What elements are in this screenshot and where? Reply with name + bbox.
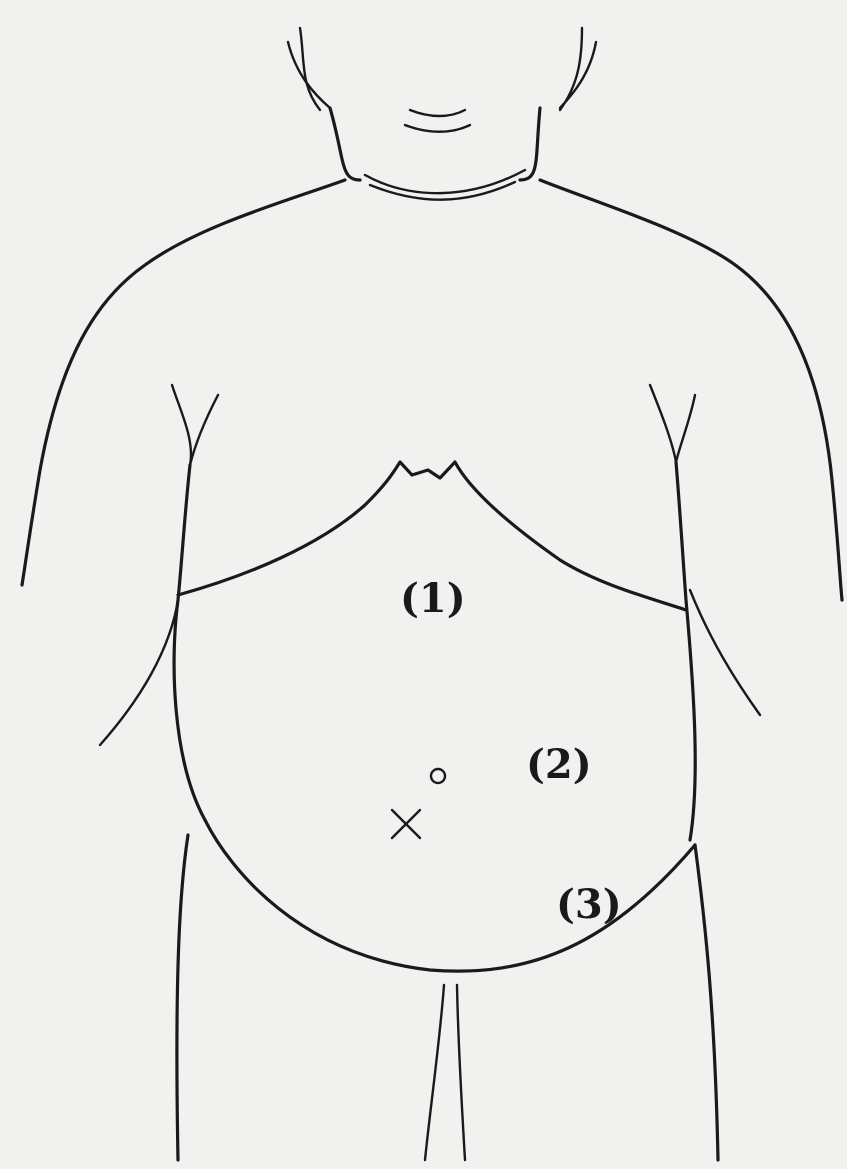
position-markers	[392, 769, 445, 838]
shoulders-and-arms	[22, 180, 842, 745]
region-label-3: (3)	[556, 881, 622, 928]
neck-and-chin	[288, 28, 596, 200]
cross-marker	[392, 810, 420, 838]
region-label-1: (1)	[400, 575, 466, 622]
region-label-2: (2)	[526, 741, 592, 788]
trunk	[174, 462, 718, 1160]
circle-marker	[431, 769, 445, 783]
